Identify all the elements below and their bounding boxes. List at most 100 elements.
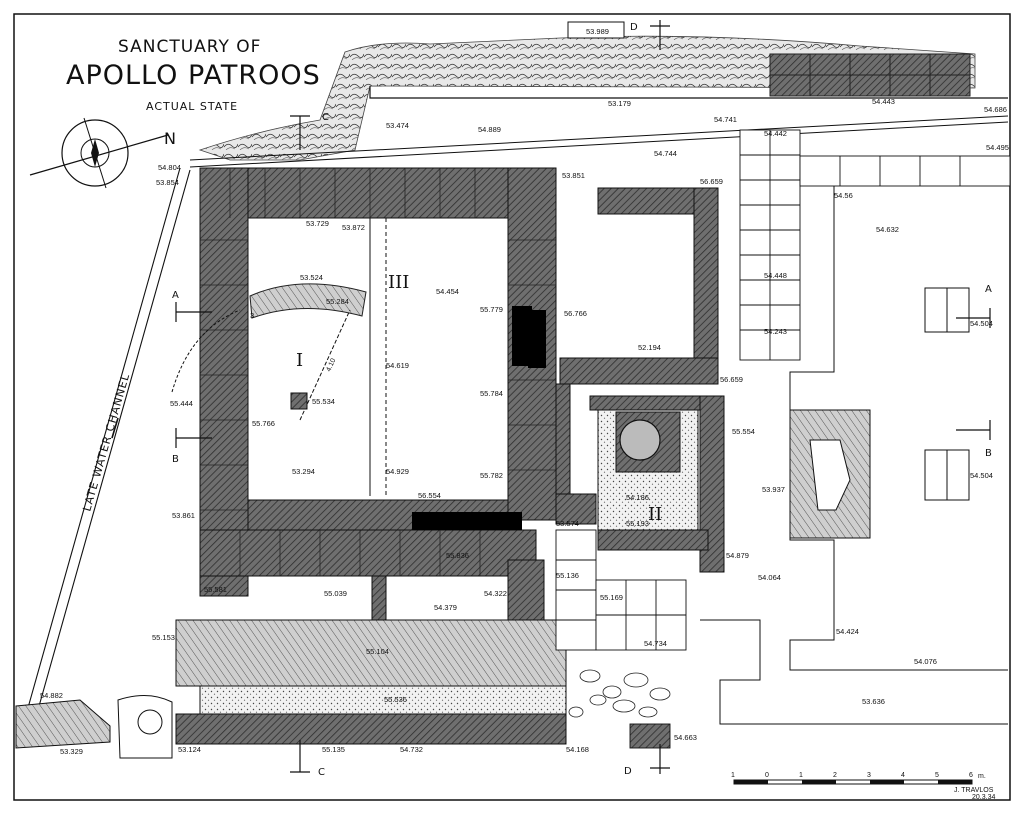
elevation-label: 55.444 (170, 399, 193, 408)
scale-tick: 2 (833, 772, 837, 779)
elevation-label: 54.882 (40, 691, 63, 700)
elevation-label: 55.136 (556, 571, 579, 580)
elevation-label: 54.889 (478, 125, 501, 134)
drain-lines (189, 115, 1009, 168)
elevation-label: 54.076 (914, 657, 937, 666)
elevation-label: 54.454 (436, 287, 459, 296)
section-d-bottom: D (624, 766, 632, 777)
room-1-label: I (296, 350, 303, 371)
elevation-label: 55.534 (312, 397, 335, 406)
elevation-label: 56.766 (564, 309, 587, 318)
wall-joints (200, 168, 556, 576)
elevation-label: 53.729 (306, 219, 329, 228)
title-line1: SANCTUARY OF (118, 37, 261, 57)
scale-tick: 0 (765, 772, 769, 779)
elevation-label: 54.168 (566, 745, 589, 754)
room-2-label: II (648, 504, 662, 525)
elevation-label: 55.135 (322, 745, 345, 754)
elevation-label: 53.524 (300, 273, 323, 282)
scale-tick: 4 (901, 772, 905, 779)
east-enclosure (789, 186, 1008, 671)
scale-bar (733, 779, 973, 785)
elevation-label: 55.169 (600, 593, 623, 602)
radius-line (299, 309, 351, 421)
elevation-label: 54.495 (986, 143, 1009, 152)
elevation-label: 53.636 (862, 697, 885, 706)
section-boxes (924, 287, 970, 501)
elevation-label: 54.56 (834, 191, 853, 200)
elevation-label: 55.554 (732, 427, 755, 436)
section-b-right: B (985, 448, 992, 459)
elevation-label: 53.854 (156, 178, 179, 187)
elevation-label: 53.124 (178, 745, 201, 754)
north-arrow (29, 117, 169, 189)
altar-base (290, 392, 308, 410)
title-line2: APOLLO PATROOS (66, 60, 321, 91)
north-block-row (769, 53, 971, 97)
elevation-label: 53.574 (556, 519, 579, 528)
elevation-label: 54.663 (674, 733, 697, 742)
room2-temple (555, 187, 725, 573)
elevation-label: 53.179 (608, 99, 631, 108)
rubble-area (568, 669, 671, 718)
elevation-labels: 53.989 53.179 54.443 54.686 53.474 54.88… (40, 27, 1009, 756)
elevation-label: 55.836 (446, 551, 469, 560)
east-base (789, 409, 871, 539)
elevation-label: 56.659 (720, 375, 743, 384)
elevation-label: 55.284 (326, 297, 349, 306)
south-enclosure (700, 619, 1008, 725)
elevation-label: 54.632 (876, 225, 899, 234)
elevation-label: 54.243 (764, 327, 787, 336)
section-a-left: A (172, 290, 179, 301)
water-channel (23, 167, 191, 725)
section-c-bottom: C (318, 767, 325, 778)
scale-tick: 5 (935, 772, 939, 779)
scale-tick: 1 (731, 772, 735, 779)
top-label-box (567, 21, 625, 39)
elevation-label: 54.734 (644, 639, 667, 648)
signature-date: 20.3.34 (972, 794, 995, 801)
title-line3: ACTUAL STATE (146, 100, 238, 113)
elevation-label: 54.448 (764, 271, 787, 280)
elevation-label: 53.294 (292, 467, 315, 476)
elevation-label: 54.504 (970, 471, 993, 480)
north-label: N (164, 129, 176, 148)
scale-tick: 6 (969, 772, 973, 779)
elevation-label: 53.872 (342, 223, 365, 232)
elevation-label: 55.784 (480, 389, 503, 398)
section-a-right: A (985, 284, 992, 295)
elevation-label: 54.424 (836, 627, 859, 636)
elevation-label: 54.322 (484, 589, 507, 598)
section-d-top: D (630, 22, 638, 33)
south-stairs (555, 529, 687, 749)
scale-ticks: 1 0 1 2 3 4 5 6 m. (731, 772, 986, 780)
elevation-label: 54.804 (158, 163, 181, 172)
elevation-label: 54.879 (726, 551, 749, 560)
elevation-label: 54.379 (434, 603, 457, 612)
elevation-label: 54.929 (386, 467, 409, 476)
elevation-label: 54.504 (970, 319, 993, 328)
elevation-label: 55.766 (252, 419, 275, 428)
scale-tick: 1 (799, 772, 803, 779)
elevation-label: 55.779 (480, 305, 503, 314)
elevation-label: 53.329 (60, 747, 83, 756)
elevation-label: 55.153 (152, 633, 175, 642)
elevation-label: 54.619 (386, 361, 409, 370)
elevation-label: 56.554 (418, 491, 441, 500)
elevation-label: 55.104 (366, 647, 389, 656)
elevation-label: 53.861 (172, 511, 195, 520)
elevation-label: 54.064 (758, 573, 781, 582)
elevation-label: 53.989 (586, 27, 609, 36)
elevation-label: 54.443 (872, 97, 895, 106)
elevation-label: 54.741 (714, 115, 737, 124)
boundary-line (369, 86, 1008, 99)
scale-unit: m. (978, 773, 986, 780)
section-b-left: B (172, 454, 179, 465)
section-c-top: C (322, 112, 329, 123)
elevation-label: 55.193 (626, 519, 649, 528)
elevation-label: 56.659 (700, 177, 723, 186)
scale-tick: 3 (867, 772, 871, 779)
elevation-label: 53.474 (386, 121, 409, 130)
elevation-label: 52.194 (638, 343, 661, 352)
east-block-column (739, 129, 1011, 361)
